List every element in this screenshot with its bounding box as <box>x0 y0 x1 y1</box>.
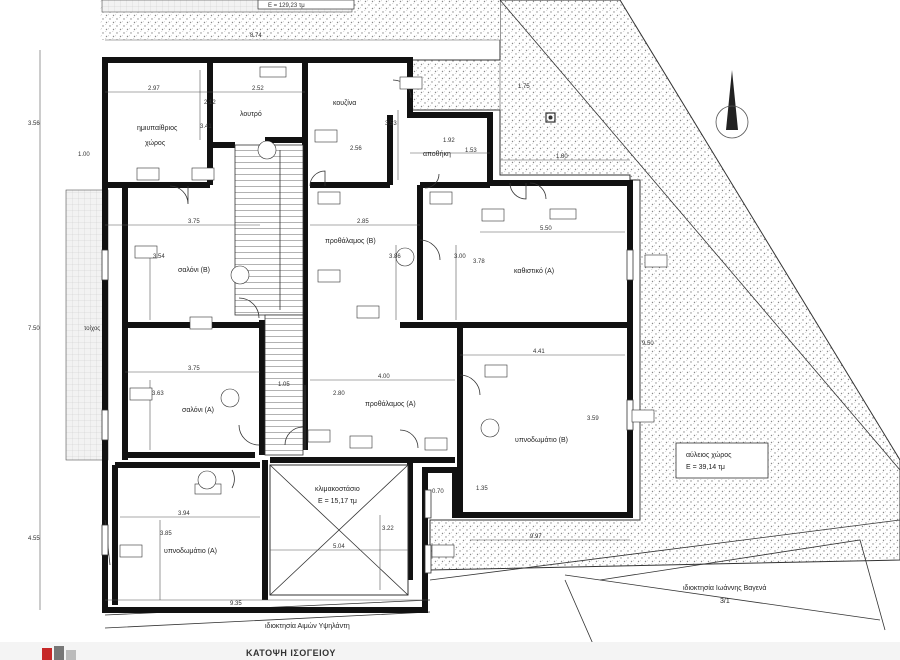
windows <box>101 249 634 574</box>
dim-hall-b-w: 2.85 <box>357 219 369 225</box>
dim-east-top: 1.80 <box>556 154 568 160</box>
dim-storage-w: 1.92 <box>443 138 455 144</box>
dim-left-vert-1: 3.56 <box>28 121 40 127</box>
dim-living-b-w: 3.75 <box>188 219 200 225</box>
light-well-cross <box>269 464 409 596</box>
dim-bedroom-b-h: 3.59 <box>587 416 599 422</box>
compass-circle-icon <box>545 112 556 123</box>
logo-icon <box>42 646 76 660</box>
staircase-upper <box>234 144 304 316</box>
dim-semi-h: 3.41 <box>200 124 212 130</box>
dim-bedroom-a-w: 3.94 <box>178 511 190 517</box>
dim-small-2: 1.35 <box>476 486 488 492</box>
dimension-labels: 8.74 1.00 2.97 2.52 2.12 2.56 3.53 1.92 … <box>28 33 654 607</box>
room-storage: αποθήκη <box>423 151 451 158</box>
dim-hall-a-w: 4.00 <box>378 374 390 380</box>
dim-small-1: 0.70 <box>432 489 444 495</box>
walls <box>102 57 633 613</box>
dim-kitchen-a-h: 3.78 <box>473 259 485 265</box>
yard-label-box <box>675 442 769 479</box>
area-header-box <box>257 0 355 10</box>
dim-left-vert-2: 7.50 <box>28 326 40 332</box>
title-strip: ΚΑΤΟΨΗ ΙΣΟΓΕΙΟΥ <box>246 648 336 658</box>
site-boundary-diagonal <box>499 0 900 471</box>
light-well-title: κλιμακοστάσιο <box>315 485 360 493</box>
neighbor-southeast-2: 3/1 <box>720 598 730 605</box>
room-toilet: λουτρό <box>240 110 262 118</box>
room-bedroom-b: υπνοδωμάτιο (Β) <box>515 436 568 444</box>
dim-kitchen-a-w: 5.50 <box>540 226 552 232</box>
dim-right-vert: 9.50 <box>642 341 654 347</box>
dim-hall-a-h: 2.80 <box>333 391 345 397</box>
yard-title: αύλειος χώρος <box>686 451 732 459</box>
dim-living-a-h: 3.63 <box>152 391 164 397</box>
dim-stair-w: 1.05 <box>278 382 290 388</box>
neighbor-southeast-1: ιδιοκτησία Ιωάννης Βαγενά <box>683 584 766 592</box>
site-boundary-southeast-2 <box>599 539 886 631</box>
bottom-strip <box>0 642 900 660</box>
dim-south-long: 9.97 <box>530 534 542 540</box>
dim-bedroom-b-w: 4.41 <box>533 349 545 355</box>
north-arrow-icon <box>715 70 749 139</box>
room-kitchen: κουζίνα <box>333 99 356 107</box>
site-hatch-east <box>409 0 900 571</box>
dim-kitchen-w: 2.56 <box>350 146 362 152</box>
staircase-lower <box>264 314 304 456</box>
dim-living-b-h: 3.54 <box>153 254 165 260</box>
room-sitting-a: καθιστικό (Α) <box>514 267 554 275</box>
neighbor-south: ιδιοκτησία Αιμών Υψηλάντη <box>265 622 350 630</box>
wall-label: τοίχος <box>84 326 100 332</box>
dim-kitchen-a-h2: 3.00 <box>454 254 466 260</box>
info-tags <box>119 66 668 558</box>
dim-toilet-h: 2.12 <box>204 100 216 106</box>
dimension-lines <box>39 39 641 610</box>
room-bedroom-a: υπνοδωμάτιο (Α) <box>164 547 217 555</box>
dim-kitchen-h: 3.53 <box>385 121 397 127</box>
dim-well-w: 5.04 <box>333 544 345 550</box>
dim-well-h: 3.22 <box>382 526 394 532</box>
room-hall-b: προθάλαμος (Β) <box>325 237 376 245</box>
dim-hall-b-h: 3.86 <box>389 254 401 260</box>
room-living-a: σαλόνι (Α) <box>182 406 214 414</box>
light-well-area: E = 15,17 τμ <box>318 498 357 505</box>
dim-east-vertical: 1.75 <box>518 84 530 90</box>
area-header: E = 129,23 τμ <box>268 3 305 9</box>
dim-top-total: 8.74 <box>250 33 262 39</box>
dim-bottom-line: 9.35 <box>230 601 242 607</box>
room-semi-open-1: ημιυπαίθριος <box>137 124 178 132</box>
west-strip <box>65 189 109 461</box>
dim-toilet-w: 2.52 <box>252 86 264 92</box>
dim-left-vert-3: 4.55 <box>28 536 40 542</box>
dim-living-a-w: 3.75 <box>188 366 200 372</box>
dim-left-side: 1.00 <box>78 152 90 158</box>
dim-bedroom-a-h: 3.85 <box>160 531 172 537</box>
dim-semi-w: 2.97 <box>148 86 160 92</box>
room-hall-a: προθάλαμος (Α) <box>365 400 416 408</box>
room-semi-open-2: χώρος <box>145 139 166 147</box>
yard-area: E = 39,14 τμ <box>686 464 725 471</box>
dim-storage-h: 1.53 <box>465 148 477 154</box>
room-living-b: σαλόνι (Β) <box>178 266 210 274</box>
